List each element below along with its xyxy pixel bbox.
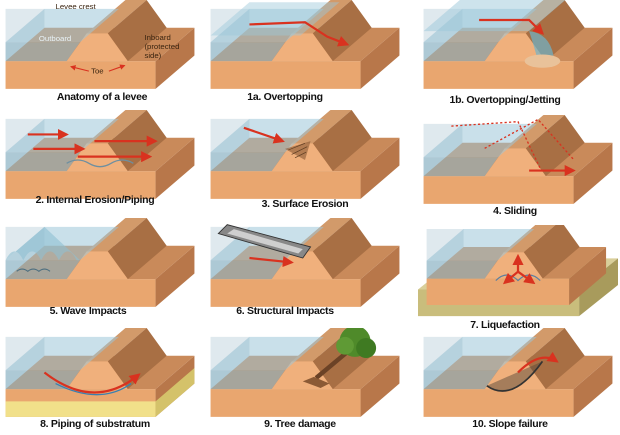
caption-surface-erosion: 3. Surface Erosion (261, 198, 349, 210)
panel-wave-impacts (0, 218, 200, 318)
panel-internal-erosion (0, 110, 200, 210)
caption-anatomy: Anatomy of a levee (56, 91, 148, 103)
caption-overtopping-jetting: 1b. Overtopping/Jetting (449, 94, 561, 106)
jetting-arrow (479, 18, 545, 35)
panel-structural-impacts (205, 218, 405, 318)
caption-slope-failure: 10. Slope failure (472, 418, 548, 430)
tree-trunk (314, 348, 351, 380)
panel-liquefaction (418, 225, 618, 325)
panel-slope-failure (418, 328, 618, 428)
caption-internal-erosion: 2. Internal Erosion/Piping (35, 194, 155, 206)
levee-anatomy-illustration: Levee crest Outboard Inboard (protected … (0, 0, 200, 100)
label-levee-crest: Levee crest (56, 2, 97, 11)
label-inboard: Inboard (144, 33, 170, 42)
caption-wave-impacts: 5. Wave Impacts (49, 305, 127, 317)
panel-anatomy: Levee crest Outboard Inboard (protected … (0, 0, 200, 100)
panel-overtopping-jetting (418, 0, 618, 100)
overtopping-arrow (249, 21, 350, 47)
label-toe: Toe (91, 66, 104, 75)
label-outboard: Outboard (39, 34, 71, 43)
caption-tree-damage: 9. Tree damage (264, 418, 336, 430)
toe-arrow-right (108, 64, 126, 72)
caption-piping-substratum: 8. Piping of substratum (40, 418, 150, 430)
panel-tree-damage (205, 328, 405, 428)
panel-piping-substratum (0, 328, 200, 428)
caption-liquefaction: 7. Liquefaction (470, 319, 540, 331)
label-inboard-2: (protected (144, 42, 179, 51)
toe-arrow-left (70, 65, 90, 72)
caption-sliding: 4. Sliding (493, 205, 537, 217)
panel-surface-erosion (205, 110, 405, 210)
panel-sliding (418, 115, 618, 215)
caption-structural-impacts: 6. Structural Impacts (236, 305, 334, 317)
caption-overtopping: 1a. Overtopping (247, 91, 323, 103)
label-inboard-3: side) (144, 51, 161, 60)
panel-overtopping (205, 0, 405, 100)
